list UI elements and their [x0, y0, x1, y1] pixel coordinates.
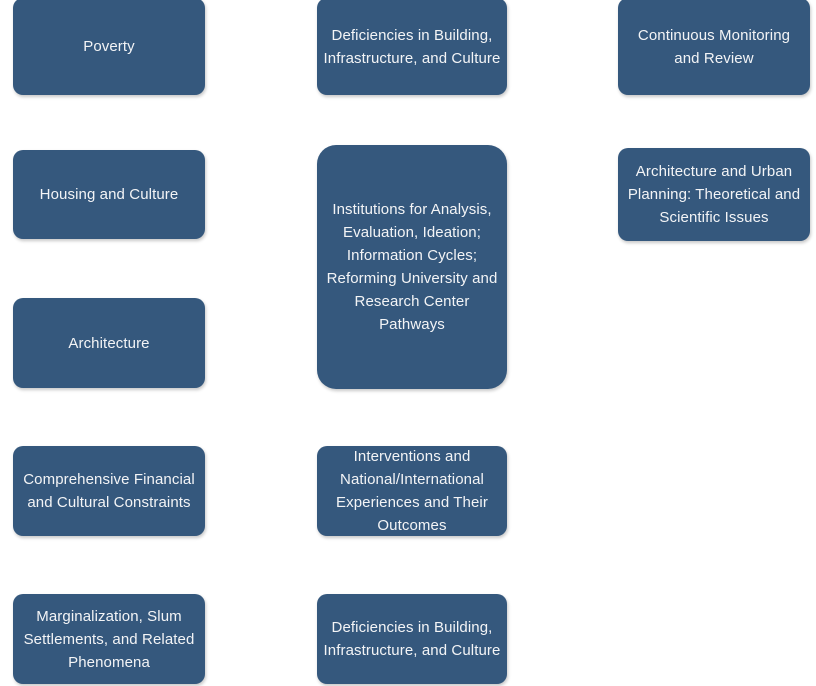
node-label: Comprehensive Financial and Cultural Con… — [23, 471, 195, 511]
node-label: Institutions for Analysis, Evaluation, I… — [326, 201, 498, 333]
node-comprehensive-financial-and-cultural-constraints[interactable]: Comprehensive Financial and Cultural Con… — [13, 446, 205, 536]
node-marginalization-slum-settlements[interactable]: Marginalization, Slum Settlements, and R… — [13, 594, 205, 684]
node-label: Housing and Culture — [39, 186, 179, 203]
node-label: Deficiencies in Building, Infrastructure… — [323, 619, 501, 659]
node-label: Architecture — [68, 334, 150, 352]
node-label: Poverty — [83, 38, 135, 55]
node-label: Architecture and Urban Planning: Theoret… — [627, 163, 801, 226]
node-interventions-and-national-international-experiences[interactable]: Interventions and National/International… — [317, 446, 507, 536]
node-architecture[interactable]: Architecture — [13, 298, 205, 388]
node-label: Interventions and National/International… — [336, 448, 488, 534]
node-label: Marginalization, Slum Settlements, and R… — [23, 607, 195, 671]
node-housing-and-culture[interactable]: Housing and Culture — [13, 150, 205, 239]
node-deficiencies-building-infrastructure-culture-bottom[interactable]: Deficiencies in Building, Infrastructure… — [317, 594, 507, 684]
node-label: Continuous Monitoring and Review — [637, 26, 791, 67]
node-deficiencies-building-infrastructure-culture-top[interactable]: Deficiencies in Building, Infrastructure… — [317, 0, 507, 95]
node-label: Deficiencies in Building, Infrastructure… — [323, 26, 501, 67]
node-poverty[interactable]: Poverty — [13, 0, 205, 95]
node-continuous-monitoring-and-review[interactable]: Continuous Monitoring and Review — [618, 0, 810, 95]
node-architecture-and-urban-planning[interactable]: Architecture and Urban Planning: Theoret… — [618, 148, 810, 241]
node-institutions-for-analysis-evaluation[interactable]: Institutions for Analysis, Evaluation, I… — [317, 145, 507, 389]
